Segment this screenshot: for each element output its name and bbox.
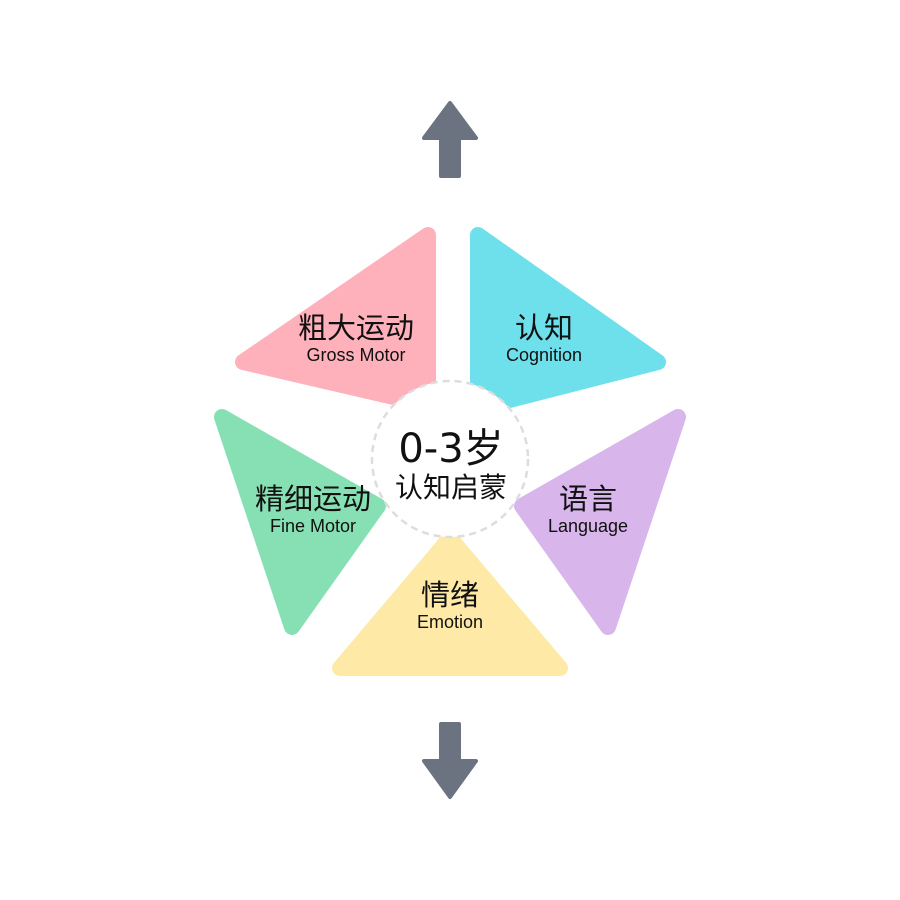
segment-language: 语言 Language (514, 409, 686, 635)
segment-label-zh: 情绪 (421, 578, 479, 612)
center-title: 认知启蒙 (395, 471, 507, 504)
segment-label-zh: 粗大运动 (298, 311, 414, 345)
segment-label-zh: 认知 (515, 311, 573, 345)
segment-emotion: 情绪 Emotion (332, 530, 568, 676)
segment-label-zh: 语言 (559, 482, 617, 516)
segment-fine-motor: 精细运动 Fine Motor (214, 409, 386, 635)
segment-label-en: Fine Motor (270, 516, 356, 536)
arrow-up-icon (422, 101, 478, 178)
segment-gross-motor: 粗大运动 Gross Motor (235, 227, 436, 413)
segment-cognition: 认知 Cognition (470, 227, 666, 416)
segment-label-en: Gross Motor (306, 345, 405, 365)
segment-label-zh: 精细运动 (255, 482, 371, 516)
segment-label-en: Emotion (417, 612, 483, 632)
arrow-down-icon (422, 722, 478, 799)
center-badge: 0-3岁 认知启蒙 (370, 379, 530, 539)
segment-label-en: Language (548, 516, 628, 536)
center-age: 0-3岁 (398, 426, 503, 472)
segment-label-en: Cognition (506, 345, 582, 365)
